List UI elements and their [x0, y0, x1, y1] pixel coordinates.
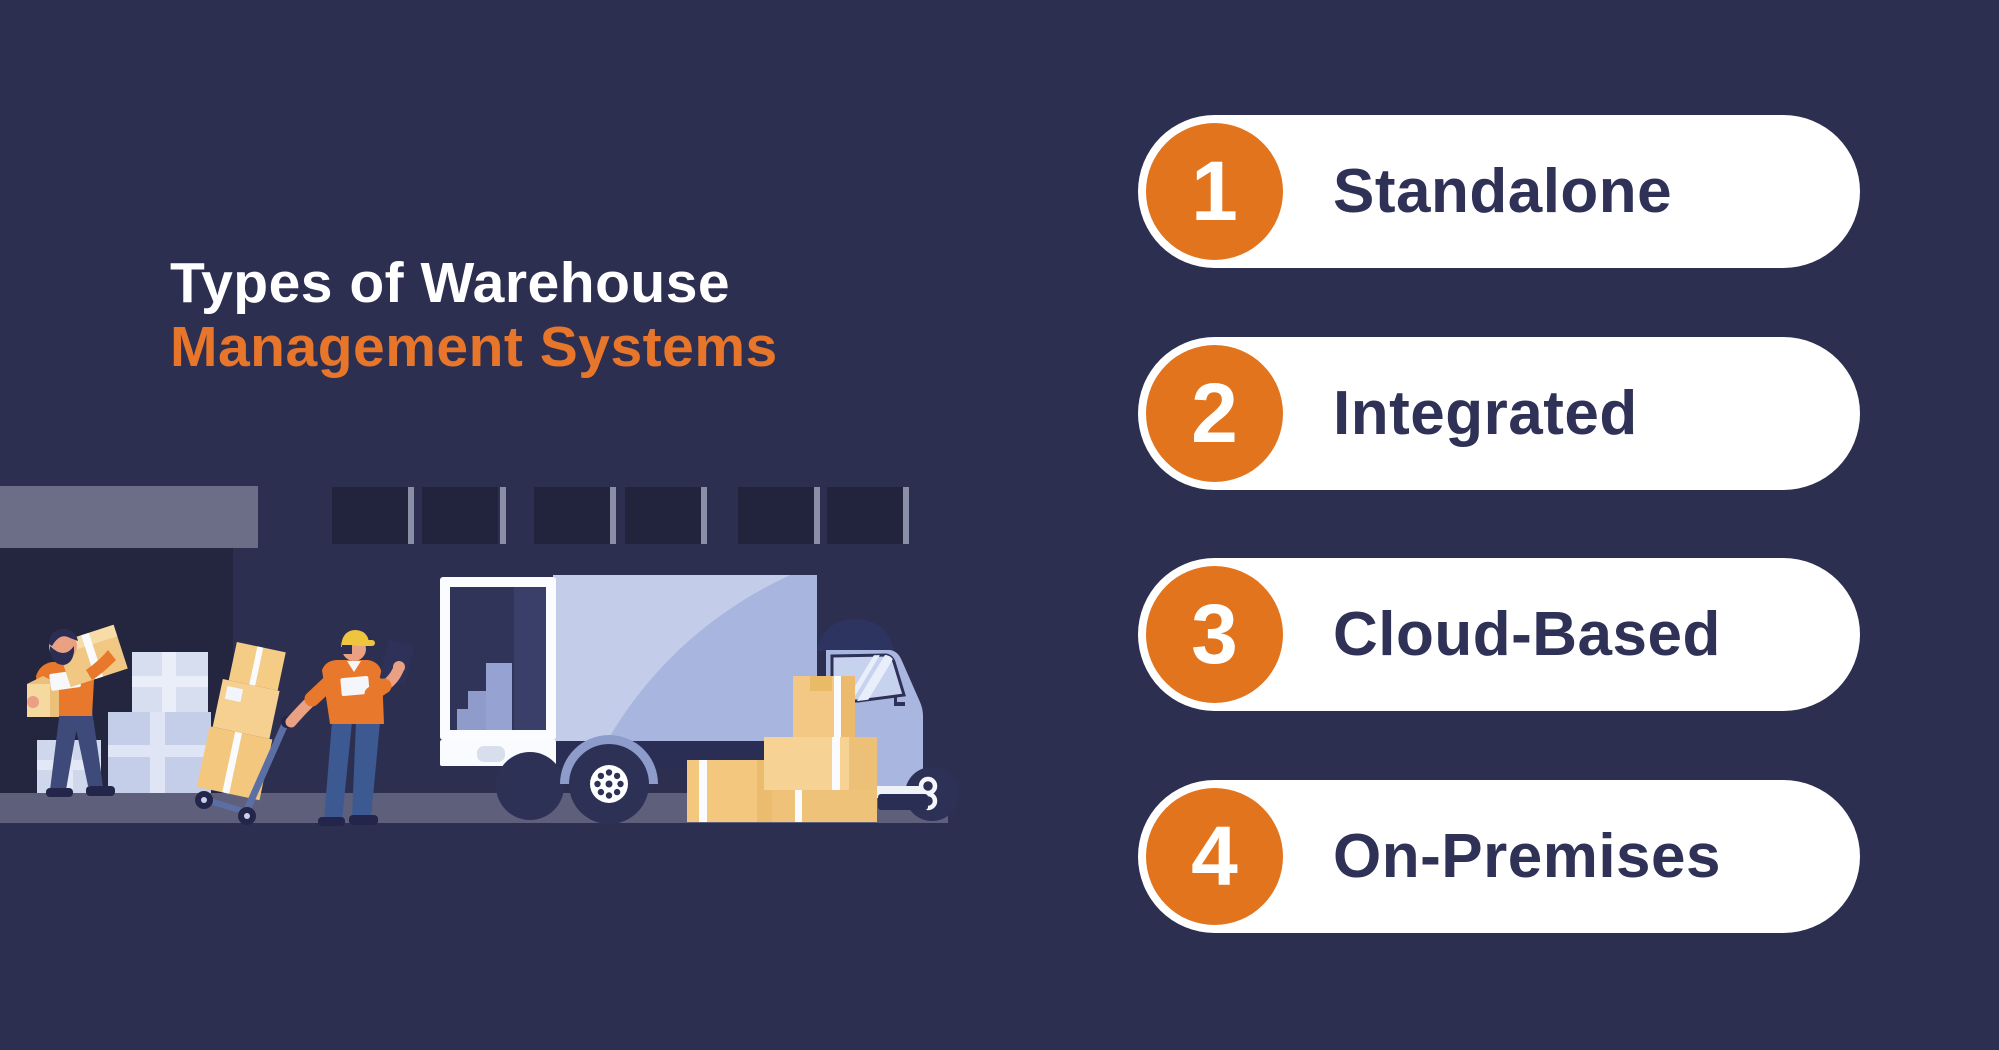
wms-type-label: Standalone: [1333, 157, 1673, 226]
wms-type-item-on-premises: 4 On-Premises: [1138, 780, 1860, 933]
number-badge: 2: [1146, 345, 1283, 482]
warehouse-windows: [332, 487, 909, 544]
box-truck: [440, 575, 959, 824]
page-title-line2: Management Systems: [170, 314, 778, 379]
worker-carrying-box: [27, 624, 128, 797]
hand-truck-with-boxes: [195, 642, 293, 825]
wms-type-label: Cloud-Based: [1333, 600, 1721, 669]
number-text: 4: [1191, 809, 1238, 903]
worker-with-tablet: [285, 630, 415, 826]
page-title-line1: Types of Warehouse: [170, 251, 731, 315]
number-badge: 3: [1146, 566, 1283, 703]
page-title: Types of Warehouse Management Systems: [170, 251, 778, 380]
truck-cab-roof: [817, 619, 894, 651]
wms-type-item-cloud-based: 3 Cloud-Based: [1138, 558, 1860, 711]
wms-type-label: On-Premises: [1333, 822, 1722, 891]
warehouse-awning: [0, 486, 258, 548]
wms-type-item-integrated: 2 Integrated: [1138, 337, 1860, 490]
wms-type-label: Integrated: [1333, 379, 1638, 448]
number-text: 3: [1191, 587, 1238, 681]
wms-type-item-standalone: 1 Standalone: [1138, 115, 1860, 268]
cardboard-box-stack: [687, 676, 877, 822]
number-badge: 1: [1146, 123, 1283, 260]
number-text: 2: [1191, 366, 1238, 460]
number-text: 1: [1191, 144, 1238, 238]
number-badge: 4: [1146, 788, 1283, 925]
